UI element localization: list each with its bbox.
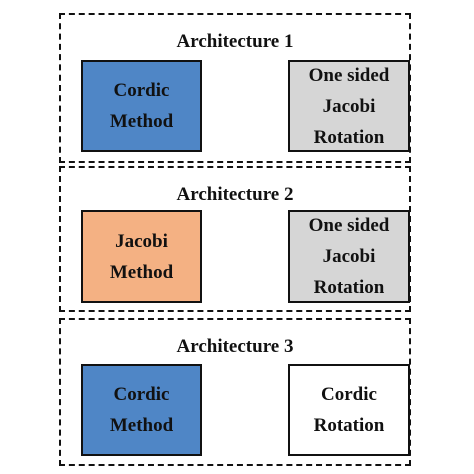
block-label-line: Rotation xyxy=(313,277,385,298)
architecture-2-jacobi-method-block: Jacobi Method xyxy=(81,210,202,303)
architecture-2-frame: Architecture 2 Jacobi Method One sided J… xyxy=(59,166,411,312)
block-label-line: One sided xyxy=(308,215,390,236)
block-label-line: Method xyxy=(109,111,174,132)
architecture-3-title: Architecture 3 xyxy=(176,336,294,357)
block-label-line: Jacobi xyxy=(115,230,168,252)
architecture-3-frame: Architecture 3 Cordic Method Cordic Rota… xyxy=(59,318,411,466)
architecture-1-cordic-method-block: Cordic Method xyxy=(81,60,202,152)
architecture-3-cordic-method-block: Cordic Method xyxy=(81,364,202,456)
block-label-line: Method xyxy=(109,261,174,283)
block-label-line: Jacobi xyxy=(322,246,376,267)
block-label-line: Rotation xyxy=(313,415,385,436)
block-label-line: Jacobi xyxy=(322,95,376,117)
architecture-1-frame: Architecture 1 Cordic Method One sided J… xyxy=(59,13,411,163)
architecture-2-title: Architecture 2 xyxy=(176,184,294,205)
architecture-3-cordic-rotation-block: Cordic Rotation xyxy=(288,364,410,456)
block-label-line: One sided xyxy=(308,64,390,86)
architecture-1-jacobi-rotation-block: One sided Jacobi Rotation xyxy=(288,60,410,152)
architecture-2-jacobi-rotation-block: One sided Jacobi Rotation xyxy=(288,210,410,303)
architecture-1-title: Architecture 1 xyxy=(176,31,294,52)
block-label-line: Cordic xyxy=(113,80,170,101)
block-label-line: Cordic xyxy=(113,384,170,405)
block-label-line: Method xyxy=(109,415,174,436)
block-label-line: Rotation xyxy=(313,126,385,148)
block-label-line: Cordic xyxy=(321,384,377,405)
